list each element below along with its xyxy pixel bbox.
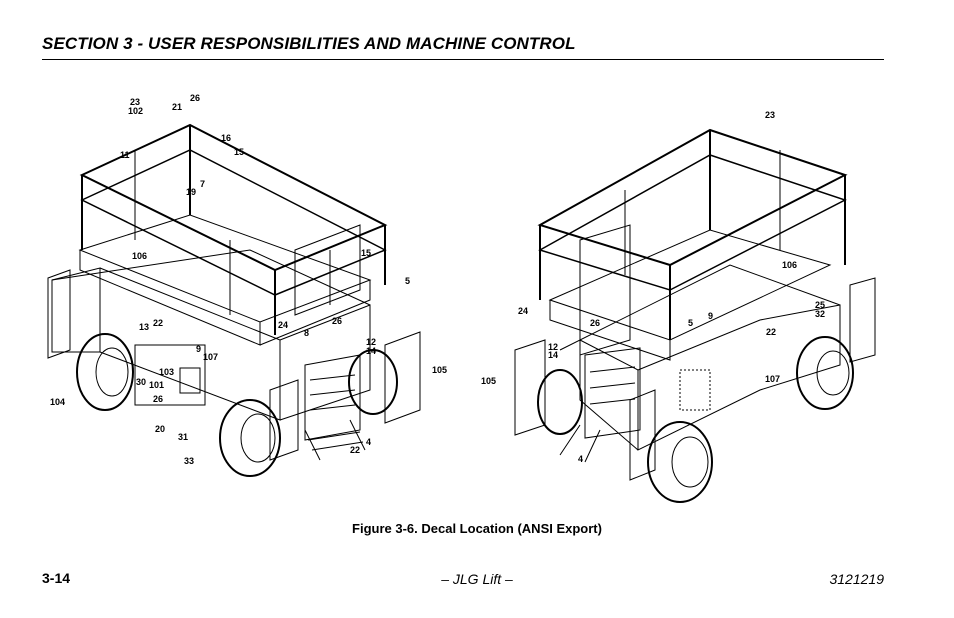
callout-11: 11: [120, 150, 130, 160]
callout-33: 33: [184, 456, 194, 466]
callout-r-26: 26: [590, 318, 600, 328]
callout-31: 31: [178, 432, 188, 442]
callout-r-25: 25: [815, 300, 825, 310]
right-view-callouts: 23 106 24 26 5 9 25 32 22 12 14 107 105 …: [481, 110, 825, 464]
callout-19: 19: [186, 187, 196, 197]
callout-r-32: 32: [815, 309, 825, 319]
callout-r-24: 24: [518, 306, 528, 316]
callout-22: 22: [153, 318, 163, 328]
callout-r-5: 5: [688, 318, 693, 328]
callout-16: 16: [221, 133, 231, 143]
callout-21: 21: [172, 102, 182, 112]
header-rule: [42, 59, 884, 60]
footer-brand: – JLG Lift –: [441, 571, 513, 587]
callout-22b: 22: [350, 445, 360, 455]
callout-20: 20: [155, 424, 165, 434]
callout-4: 4: [366, 437, 371, 447]
callout-r-12: 12: [548, 342, 558, 352]
callout-104: 104: [50, 397, 65, 407]
decal-location-figure: 23 102 21 26 11 16 15 7 19 106 15 5 13 2…: [40, 90, 900, 510]
callout-26b: 26: [332, 316, 342, 326]
callout-7: 7: [200, 179, 205, 189]
callout-30: 30: [136, 377, 146, 387]
callout-8: 8: [304, 328, 309, 338]
callout-r-4: 4: [578, 454, 583, 464]
document-number: 3121219: [829, 571, 884, 587]
section-title: SECTION 3 - USER RESPONSIBILITIES AND MA…: [42, 34, 576, 53]
callout-26: 26: [190, 93, 200, 103]
left-view-callouts: 23 102 21 26 11 16 15 7 19 106 15 5 13 2…: [50, 93, 447, 466]
callout-101: 101: [149, 380, 164, 390]
callout-r-22: 22: [766, 327, 776, 337]
callout-r-23: 23: [765, 110, 775, 120]
callout-9: 9: [196, 344, 201, 354]
left-machine-drawing: [47, 123, 421, 477]
callout-r-106: 106: [782, 260, 797, 270]
callout-r-9: 9: [708, 311, 713, 321]
callout-15b: 15: [361, 248, 371, 258]
callout-102: 102: [128, 106, 143, 116]
callout-15: 15: [234, 147, 244, 157]
callout-r-107: 107: [765, 374, 780, 384]
callout-13: 13: [139, 322, 149, 332]
callout-106: 106: [132, 251, 147, 261]
callout-107: 107: [203, 352, 218, 362]
right-machine-drawing: [514, 128, 876, 503]
callout-14: 14: [366, 346, 376, 356]
callout-r-14: 14: [548, 350, 558, 360]
callout-r-105: 105: [481, 376, 496, 386]
callout-103: 103: [159, 367, 174, 377]
page-number: 3-14: [42, 570, 71, 586]
callout-26c: 26: [153, 394, 163, 404]
callout-23: 23: [130, 97, 140, 107]
callout-5: 5: [405, 276, 410, 286]
callout-12: 12: [366, 337, 376, 347]
callout-24: 24: [278, 320, 288, 330]
figure-caption: Figure 3-6. Decal Location (ANSI Export): [352, 521, 602, 536]
callout-105: 105: [432, 365, 447, 375]
